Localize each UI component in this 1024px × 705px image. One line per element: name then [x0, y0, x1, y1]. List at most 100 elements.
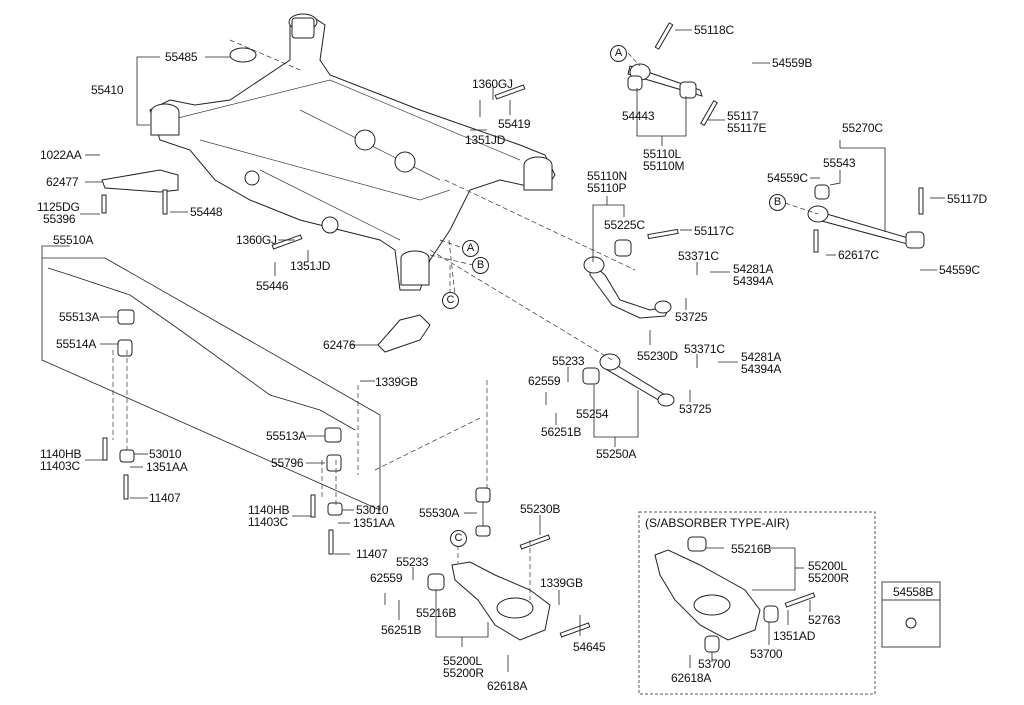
- label-55254[interactable]: 55254: [576, 407, 609, 421]
- callout-c-lower-arm: C: [450, 530, 467, 547]
- label-55270C[interactable]: 55270C: [842, 121, 883, 135]
- label-1351AA-2[interactable]: 1351AA: [353, 516, 395, 530]
- label-55110L[interactable]: 55110L: [643, 147, 681, 161]
- stabilizer-bar: [47, 267, 356, 431]
- label-55117[interactable]: 55117: [727, 109, 759, 123]
- label-55510A[interactable]: 55510A: [53, 233, 94, 247]
- label-1351AD[interactable]: 1351AD: [773, 629, 816, 643]
- label-55216B-2[interactable]: 55216B: [731, 542, 772, 556]
- air-type-title: (S/ABSORBER TYPE-AIR): [645, 516, 790, 530]
- label-53725-2[interactable]: 53725: [679, 402, 712, 416]
- label-55396[interactable]: 55396: [43, 212, 76, 226]
- label-54559B[interactable]: 54559B: [772, 56, 813, 70]
- label-62618A-2[interactable]: 62618A: [671, 671, 712, 685]
- callout-c-crossmember: C: [442, 292, 459, 309]
- label-62618A-1[interactable]: 62618A: [487, 679, 528, 693]
- label-54558B[interactable]: 54558B: [893, 585, 934, 599]
- label-53371C-2[interactable]: 53371C: [684, 342, 725, 356]
- label-55200R-1[interactable]: 55200R: [443, 666, 484, 680]
- label-55796[interactable]: 55796: [271, 456, 304, 470]
- label-1022AA[interactable]: 1022AA: [40, 148, 82, 162]
- label-53010-2[interactable]: 53010: [356, 503, 389, 517]
- label-11407-1[interactable]: 11407: [149, 491, 181, 505]
- label-53700-1[interactable]: 53700: [750, 647, 783, 661]
- label-55230B[interactable]: 55230B: [520, 502, 561, 516]
- label-1351JD-mid[interactable]: 1351JD: [290, 259, 331, 273]
- label-54394A-1[interactable]: 54394A: [733, 274, 774, 288]
- label-54559C-2[interactable]: 54559C: [939, 263, 980, 277]
- callout-a-crossmember: A: [462, 240, 479, 257]
- label-55233-1[interactable]: 55233: [552, 354, 585, 368]
- label-55446[interactable]: 55446: [256, 279, 289, 293]
- label-55225C[interactable]: 55225C: [604, 218, 645, 232]
- label-54281A-1[interactable]: 54281A: [733, 262, 774, 276]
- part-62476: [377, 314, 431, 353]
- label-55530A[interactable]: 55530A: [419, 506, 460, 520]
- bolts: [101, 22, 924, 638]
- label-54394A-2[interactable]: 54394A: [741, 362, 782, 376]
- label-55543[interactable]: 55543: [823, 156, 856, 170]
- label-62477[interactable]: 62477: [46, 175, 79, 189]
- label-55200L-2[interactable]: 55200L: [808, 559, 847, 573]
- label-54645[interactable]: 54645: [573, 640, 606, 654]
- callout-b-arm: B: [769, 194, 786, 211]
- label-1360GJ-top[interactable]: 1360GJ: [472, 77, 513, 91]
- label-1140HB-1[interactable]: 1140HB: [40, 447, 82, 461]
- label-1339GB-1[interactable]: 1339GB: [375, 375, 418, 389]
- label-55110M[interactable]: 55110M: [643, 159, 685, 173]
- label-55216B-1[interactable]: 55216B: [416, 606, 457, 620]
- label-55117C[interactable]: 55117C: [694, 224, 734, 238]
- label-55514A[interactable]: 55514A: [56, 337, 97, 351]
- label-55117D[interactable]: 55117D: [947, 192, 987, 206]
- label-55110P[interactable]: 55110P: [587, 181, 627, 195]
- label-1360GJ-mid[interactable]: 1360GJ: [236, 233, 277, 247]
- callout-b-crossmember: B: [472, 257, 489, 274]
- label-55233-2[interactable]: 55233: [396, 555, 429, 569]
- leader-lines: [41, 29, 945, 672]
- label-55117E[interactable]: 55117E: [727, 121, 767, 135]
- label-55200L-1[interactable]: 55200L: [443, 654, 482, 668]
- label-55410[interactable]: 55410: [91, 83, 124, 97]
- label-11403C-1[interactable]: 11403C: [40, 459, 80, 473]
- label-55448[interactable]: 55448: [190, 205, 223, 219]
- label-53700-2[interactable]: 53700: [698, 657, 731, 671]
- label-55230D[interactable]: 55230D: [637, 349, 678, 363]
- label-55419[interactable]: 55419: [498, 117, 531, 131]
- label-54559C-1[interactable]: 54559C: [767, 171, 808, 185]
- arm-55270C: [817, 211, 916, 247]
- label-62559-2[interactable]: 62559: [370, 571, 403, 585]
- label-55118C[interactable]: 55118C: [694, 23, 734, 37]
- label-55250A[interactable]: 55250A: [596, 447, 637, 461]
- label-55513A-1[interactable]: 55513A: [59, 310, 100, 324]
- label-11403C-2[interactable]: 11403C: [248, 515, 288, 529]
- label-62476[interactable]: 62476: [323, 338, 356, 352]
- label-56251B-1[interactable]: 56251B: [541, 425, 582, 439]
- label-62559-1[interactable]: 62559: [528, 374, 561, 388]
- label-1125DG[interactable]: 1125DG: [37, 200, 80, 214]
- air-type-box: [638, 511, 876, 695]
- crossmember-subframe: [149, 13, 556, 291]
- label-53371C-1[interactable]: 53371C: [678, 249, 719, 263]
- label-53010-1[interactable]: 53010: [149, 447, 182, 461]
- part-55485: [229, 47, 257, 63]
- label-54443[interactable]: 54443: [622, 109, 655, 123]
- label-1351JD-top[interactable]: 1351JD: [465, 133, 506, 147]
- label-53725-1[interactable]: 53725: [675, 310, 708, 324]
- label-52763[interactable]: 52763: [808, 613, 841, 627]
- label-1351AA-1[interactable]: 1351AA: [146, 460, 188, 474]
- label-1339GB-2[interactable]: 1339GB: [540, 576, 583, 590]
- part-62477: [101, 169, 179, 193]
- label-62617C[interactable]: 62617C: [838, 248, 879, 262]
- label-54281A-2[interactable]: 54281A: [741, 350, 782, 364]
- label-55485[interactable]: 55485: [165, 50, 198, 64]
- label-11407-2[interactable]: 11407: [356, 547, 388, 561]
- callout-a-upper-arm: A: [610, 45, 627, 62]
- label-1140HB-2[interactable]: 1140HB: [248, 503, 290, 517]
- stabilizer-group-box: [41, 257, 381, 511]
- label-56251B-2[interactable]: 56251B: [381, 623, 422, 637]
- label-55110N[interactable]: 55110N: [587, 169, 627, 183]
- label-55200R-2[interactable]: 55200R: [808, 571, 849, 585]
- label-55513A-2[interactable]: 55513A: [266, 429, 307, 443]
